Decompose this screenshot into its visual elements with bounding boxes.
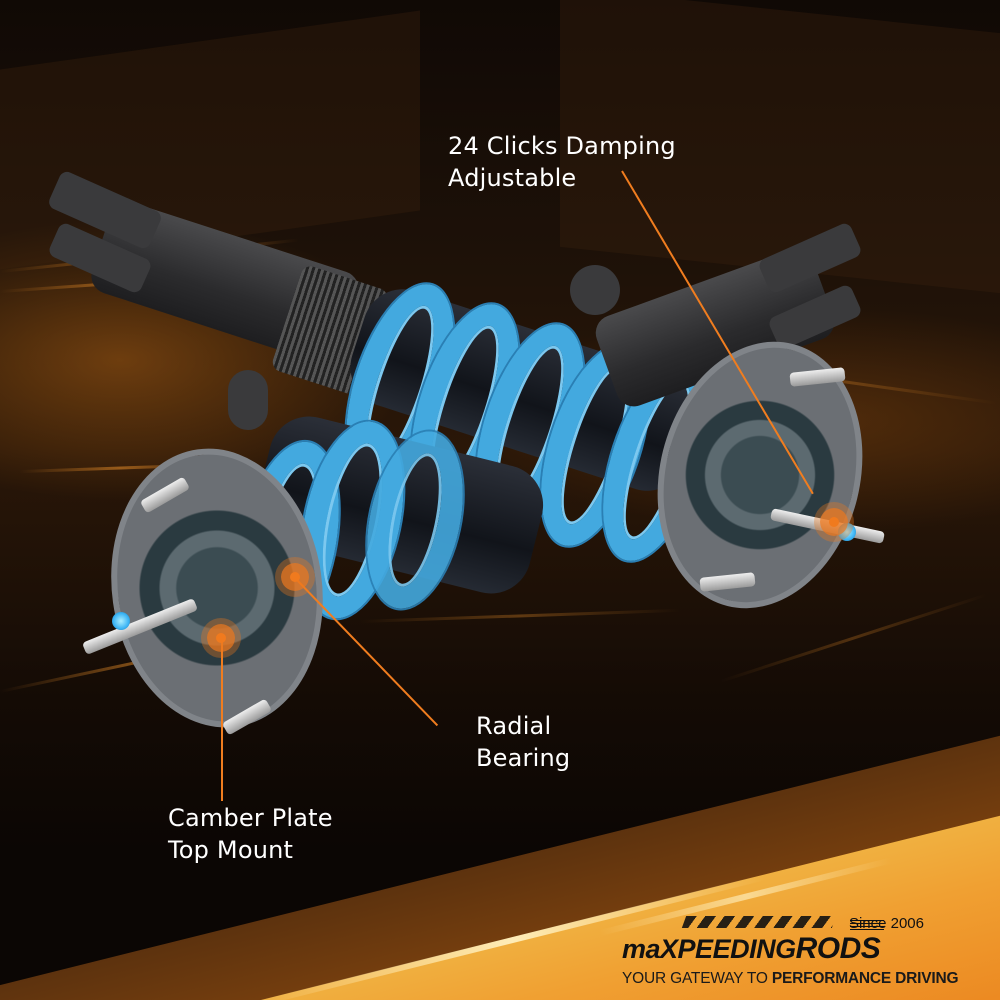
checkered-flag-icon	[681, 916, 837, 928]
callout-label-radial-bearing: Radial Bearing	[476, 710, 570, 774]
strut-tab	[228, 370, 268, 430]
brand-word-peeding: PEEDING	[677, 934, 797, 964]
brand-logo: Since 2006 maXPEEDINGRODS YOUR GATEWAY T…	[622, 912, 959, 990]
label-line: Bearing	[476, 744, 571, 772]
speed-lines-icon	[850, 920, 884, 930]
label-line: Top Mount	[168, 836, 294, 864]
brand-word-max: maX	[622, 934, 678, 964]
brand-since: Since 2006	[848, 915, 924, 932]
callout-label-damping: 24 Clicks Damping Adjustable	[448, 130, 676, 194]
callout-dot-damping	[820, 508, 848, 536]
callout-dot-camber-plate	[207, 624, 235, 652]
label-line: Adjustable	[448, 164, 577, 192]
label-line: Camber Plate	[168, 804, 333, 832]
label-line: Radial	[476, 712, 552, 740]
callout-dot-radial-bearing	[281, 563, 309, 591]
motion-streak	[359, 608, 680, 623]
tagline-bold: PERFORMANCE DRIVING	[771, 970, 959, 987]
brand-wordmark: maXPEEDINGRODS	[622, 932, 881, 966]
label-line: 24 Clicks Damping	[448, 132, 676, 160]
brand-tagline: YOUR GATEWAY TO PERFORMANCE DRIVING	[622, 970, 959, 988]
callout-label-camber-plate: Camber Plate Top Mount	[168, 802, 333, 866]
callout-line-camber-plate	[221, 639, 223, 801]
strut-ear	[570, 265, 620, 315]
tagline-light: YOUR GATEWAY TO	[622, 970, 772, 987]
brand-word-rods: RODS	[795, 932, 881, 965]
damping-knob-cap	[112, 612, 130, 630]
